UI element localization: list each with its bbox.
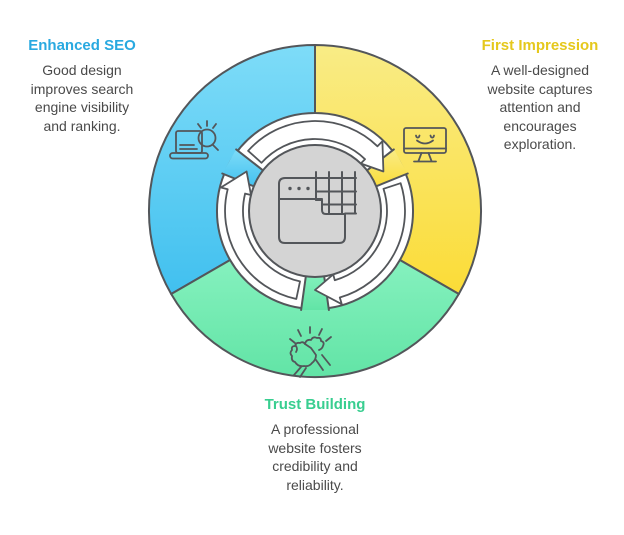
section-first-impression-text: First Impression A well-designed website… bbox=[466, 37, 614, 154]
section-body-first-impression: A well-designed website captures attenti… bbox=[466, 61, 614, 154]
body-line: Good design bbox=[42, 62, 122, 78]
body-line: improves search bbox=[30, 80, 134, 97]
section-trust-building-text: Trust Building A professional website fo… bbox=[233, 396, 397, 494]
handshake-icon bbox=[289, 326, 332, 378]
body-line: website fosters bbox=[268, 439, 362, 456]
section-enhanced-seo-text: Enhanced SEO Good design improves search… bbox=[8, 37, 156, 135]
section-title-enhanced-seo: Enhanced SEO bbox=[28, 37, 136, 54]
segment-enhanced-seo bbox=[147, 44, 316, 295]
body-line: A professional bbox=[271, 421, 359, 437]
body-line: A well-designed bbox=[490, 62, 590, 78]
segment-trust-building bbox=[170, 259, 460, 378]
body-line: engine visibility bbox=[34, 99, 130, 115]
section-body-trust-building: A professional website fosters credibili… bbox=[233, 420, 397, 494]
browser-window-grid-icon bbox=[278, 171, 357, 244]
hub-circle bbox=[248, 144, 382, 278]
section-body-enhanced-seo: Good design improves search engine visib… bbox=[8, 61, 156, 135]
body-line: encourages bbox=[503, 117, 577, 134]
segment-first-impression bbox=[314, 44, 483, 295]
cycle-arrow-left bbox=[220, 170, 301, 300]
section-title-trust-building: Trust Building bbox=[264, 396, 366, 413]
browser-dots bbox=[288, 186, 310, 191]
cycle-arrow-right bbox=[314, 182, 406, 306]
cycle-arrow-top bbox=[247, 120, 385, 173]
body-line: credibility and bbox=[272, 458, 358, 474]
monitor-smile-icon bbox=[403, 127, 447, 163]
body-line: exploration. bbox=[503, 136, 577, 152]
body-line: and ranking. bbox=[43, 117, 121, 134]
body-line: attention and bbox=[499, 99, 581, 115]
section-title-first-impression: First Impression bbox=[481, 37, 599, 54]
body-line: website captures bbox=[487, 80, 593, 97]
body-line: reliability. bbox=[286, 476, 344, 493]
connector-trust-building bbox=[300, 271, 330, 311]
laptop-search-icon bbox=[169, 120, 219, 160]
